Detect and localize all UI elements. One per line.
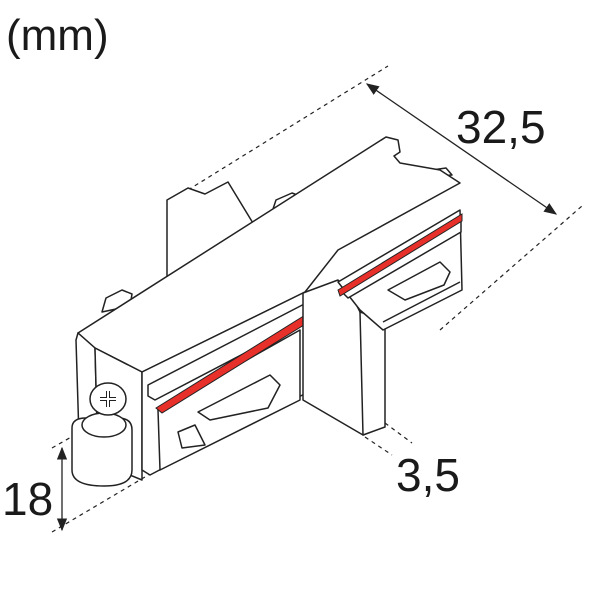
height-dimension-label: 18 [2,473,54,525]
units-label: (mm) [6,11,109,60]
depth-dimension-label: 3,5 [396,449,460,501]
screw-icon [71,382,133,487]
connector-body [71,136,463,487]
length-dimension-arrow [365,83,558,215]
red-contact-stripe-right [337,213,463,297]
